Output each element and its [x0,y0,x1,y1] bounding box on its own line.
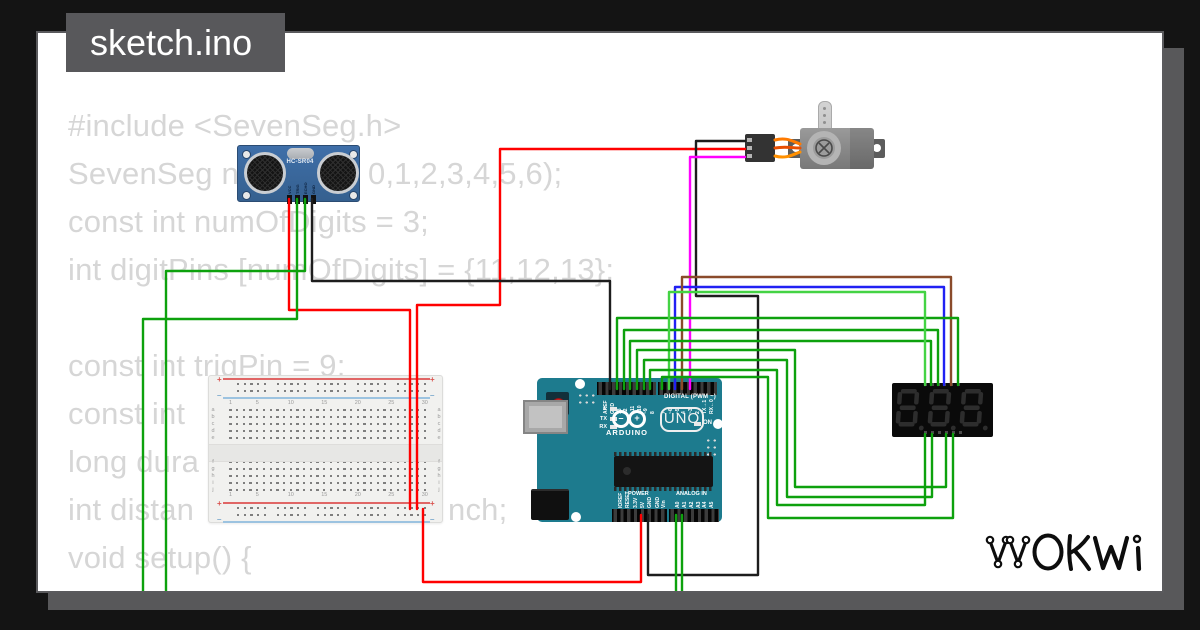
display-pin[interactable] [958,430,962,434]
bb-hole [410,436,413,440]
sketch-tab-label: sketch.ino [90,22,253,63]
servo-body-shade [850,128,874,169]
bb-hole [316,513,320,517]
bb-hole [410,488,413,492]
bb-hole [370,513,373,517]
bb-hole [323,513,326,517]
bb-hole [396,513,400,517]
bb-hole [330,513,333,517]
horn-hole-icon [822,121,826,124]
bb-hole [410,474,413,478]
code-text: SevenSeg n [68,156,239,191]
transducer-icon [244,152,286,194]
oscillator-icon [287,148,314,159]
bb-hole [376,513,380,517]
code-text: #include <SevenSeg.h> [68,108,402,143]
transducer-icon [317,152,359,194]
horn-hole-icon [822,114,826,117]
bb-hole [410,422,413,426]
bb-hole [410,481,413,485]
bb-hole [410,513,413,517]
wokwi-logo [985,533,1142,572]
bb-hole [343,513,346,517]
mount-hole-icon [873,144,881,152]
sketch-tab[interactable]: sketch.ino [66,13,285,72]
bb-hole [410,429,413,433]
bb-rail-line [223,521,430,523]
bb-hole [403,513,406,517]
mount-hole-icon [242,150,251,159]
bb-hole [363,513,366,517]
bb-hole [383,513,386,517]
bb-hole [356,513,360,517]
servo-motor[interactable] [740,95,890,170]
bb-hole [416,513,420,517]
sensor-label: HC-SR04 [286,159,314,165]
bb-hole [410,467,413,471]
bb-hole [410,408,413,412]
bb-hole [410,389,413,393]
hub-screw-icon [815,139,833,157]
bb-hole [410,506,413,510]
horn-hole-icon [822,107,826,110]
bb-hole [336,513,340,517]
bb-hole [410,415,413,419]
